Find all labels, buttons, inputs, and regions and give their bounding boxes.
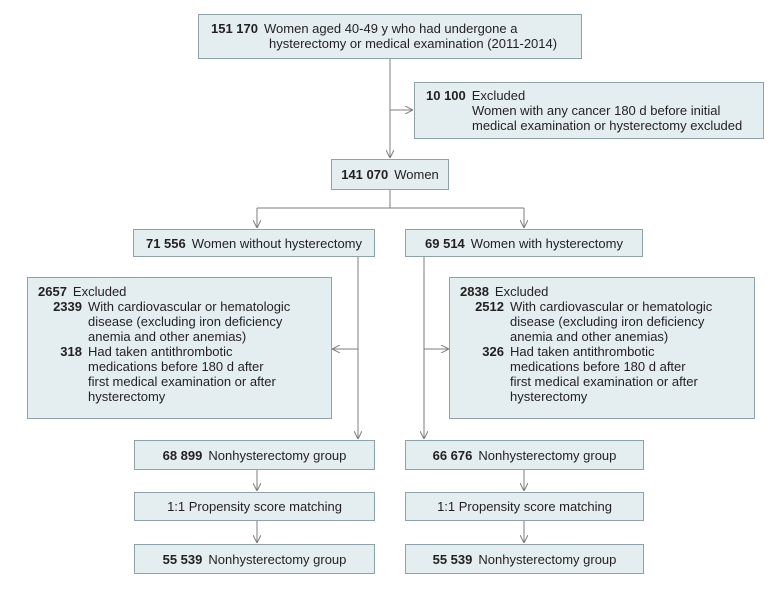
right-excluded-item: 326 Had taken antithrombotic medications… [482, 344, 698, 404]
top-text-line2: hysterectomy or medical examination (201… [269, 36, 558, 51]
left-matching-box: 1:1 Propensity score matching [134, 492, 375, 521]
right-excluded-count: 2838 [460, 284, 489, 299]
left-excluded-item: 2339 With cardiovascular or hematologic … [53, 299, 291, 344]
right-group-count: 66 676 [432, 447, 473, 463]
right-excluded-box: 2838 Excluded 2512 With cardiovascular o… [449, 277, 755, 419]
left-excluded-count: 2657 [38, 284, 67, 299]
left-start-count: 71 556 [145, 235, 186, 251]
left-final-box: 55 539 Nonhysterectomy group [134, 544, 375, 574]
right-matching-box: 1:1 Propensity score matching [405, 492, 644, 521]
right-matching-label: 1:1 Propensity score matching [437, 499, 612, 514]
top-population-box: 151 170 Women aged 40-49 y who had under… [198, 14, 582, 59]
right-start-count: 69 514 [425, 235, 465, 251]
left-matching-label: 1:1 Propensity score matching [167, 499, 342, 514]
right-excluded-title: Excluded [494, 284, 549, 299]
women-count: 141 070 [341, 167, 389, 182]
right-start-label: Women with hysterectomy [470, 235, 623, 251]
right-final-count: 55 539 [432, 551, 473, 567]
excluded-top-title: Excluded [471, 88, 526, 103]
right-start-box: 69 514 Women with hysterectomy [405, 229, 643, 257]
right-final-box: 55 539 Nonhysterectomy group [405, 544, 644, 574]
left-start-box: 71 556 Women without hysterectomy [133, 229, 375, 257]
excluded-top-line1: Women with any cancer 180 d before initi… [472, 103, 721, 118]
top-count: 151 170 [211, 21, 258, 36]
left-group-label: Nonhysterectomy group [208, 447, 347, 463]
excluded-top-count: 10 100 [426, 88, 466, 103]
left-excluded-box: 2657 Excluded 2339 With cardiovascular o… [27, 277, 332, 419]
right-final-label: Nonhysterectomy group [478, 551, 617, 567]
right-group-box: 66 676 Nonhysterectomy group [405, 440, 644, 470]
excluded-top-line2: medical examination or hysterectomy excl… [472, 118, 743, 133]
top-text-line1: Women aged 40-49 y who had undergone a [264, 21, 518, 36]
left-final-count: 55 539 [162, 551, 203, 567]
left-excluded-item: 318 Had taken antithrombotic medications… [60, 344, 276, 404]
women-box: 141 070 Women [331, 159, 449, 190]
left-group-count: 68 899 [162, 447, 203, 463]
left-group-box: 68 899 Nonhysterectomy group [134, 440, 375, 470]
excluded-top-box: 10 100 Excluded Women with any cancer 18… [414, 82, 764, 139]
left-excluded-title: Excluded [72, 284, 127, 299]
right-group-label: Nonhysterectomy group [478, 447, 617, 463]
left-final-label: Nonhysterectomy group [208, 551, 347, 567]
women-label: Women [394, 167, 439, 182]
left-start-label: Women without hysterectomy [191, 235, 363, 251]
right-excluded-item: 2512 With cardiovascular or hematologic … [475, 299, 713, 344]
